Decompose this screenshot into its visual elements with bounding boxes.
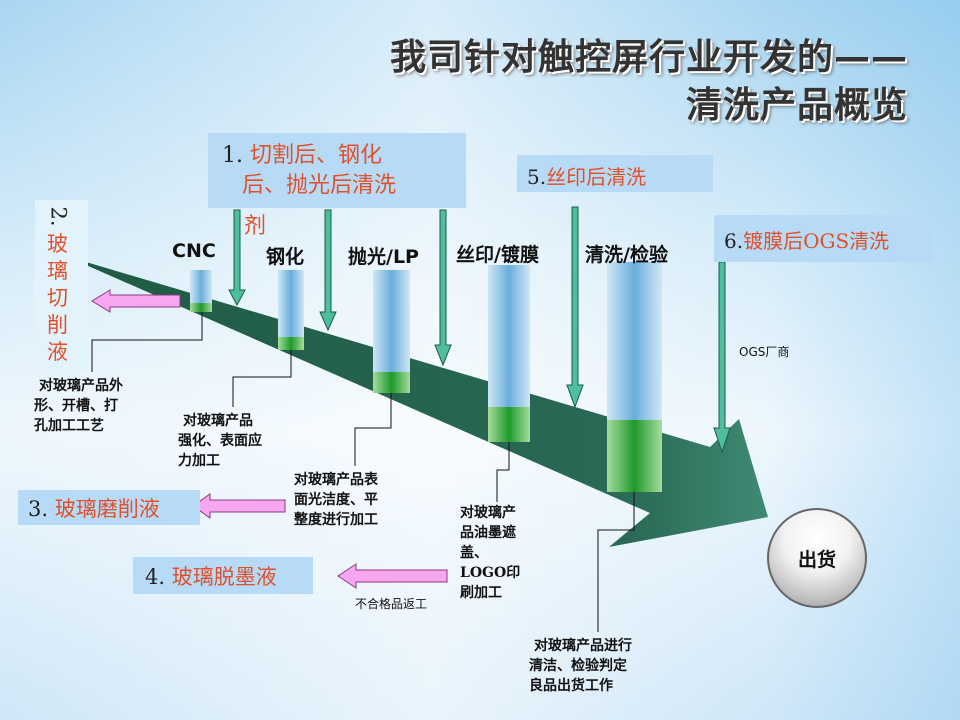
desc-line: 整度进行加工 [294,512,378,528]
product-box-3: 3. 玻璃磨削液 [18,490,200,525]
down-arrows [228,206,731,454]
cylinder-tempering [278,270,304,350]
stage-tempering: 钢化 [266,246,305,268]
desc-printing: 对玻璃产品油墨遮盖、 LOGO印刷加工 [460,503,520,603]
desc-line: 盖、 [460,545,488,561]
desc-cnc: 对玻璃产品外形、开槽、打孔加工工艺 [34,376,123,436]
cylinder-body [278,270,304,350]
product-box-4: 4. 玻璃脱墨液 [133,557,313,594]
product-box-6-number: 6. [724,229,744,253]
down-arrow-icon [228,209,246,307]
product-box-4-text: 玻璃脱墨液 [171,565,277,589]
ogs-note: OGS厂商 [739,345,790,359]
desc-line: 刷加工 [460,585,502,601]
product-box-5: 5.丝印后清洗 [517,155,713,192]
stage-printing: 丝印/镀膜 [456,244,539,266]
connector-lines [91,312,635,632]
desc-line: 面光洁度、平 [294,492,378,508]
product-box-1: 1. 切割后、钢化 后、抛光后清洗 [208,133,466,208]
stage-polishing: 抛光/LP [348,246,419,268]
connector-line [597,492,635,632]
product-box-1-text-line-2: 后、抛光后清洗 [242,173,397,198]
cylinder-body [190,270,212,312]
desc-polishing: 对玻璃产品表面光洁度、平整度进行加工 [294,470,378,530]
left-arrow-icon [91,289,181,313]
cylinder-base [190,303,212,312]
desc-line: 对玻璃产品表 [294,472,378,488]
desc-line: 品油墨遮 [460,525,516,541]
product-box-4-number: 4. [145,565,172,589]
down-arrow-icon [434,209,452,367]
left-arrows [91,289,448,589]
desc-line: 力加工 [178,453,220,469]
connector-line [354,393,392,466]
product-box-1-text-line-1: 切割后、钢化 [249,143,382,168]
cylinder-base [373,372,410,393]
desc-tempering: 对玻璃产品强化、表面应力加工 [178,411,262,471]
title-line-2: 清洗产品概览 [685,85,908,126]
connector-line [232,350,292,407]
product-box-6-text: 镀膜后OGS清洗 [743,229,890,253]
cylinder-base [607,420,662,492]
title-line-1: 我司针对触控屏行业开发的—— [389,37,908,78]
cylinder-base [488,407,530,442]
left-arrow-icon [192,493,286,519]
cylinders [190,262,662,492]
desc-line: 对玻璃产品进行 [534,638,632,654]
stage-cleaning: 清洗/检验 [585,244,668,266]
product-box-2: 2. 玻璃切削液 [35,200,88,370]
ship-label: 出货 [797,548,836,571]
desc-line: 清洁、检验判定 [529,658,627,674]
down-arrow-icon [566,206,584,409]
cylinder-cnc [190,270,212,312]
desc-cleaning: 对玻璃产品进行清洁、检验判定良品出货工作 [529,636,632,696]
product-box-2-number: 2. [46,206,71,227]
desc-line: 形、开槽、打 [34,398,118,414]
desc-line: 对玻璃产 [460,505,516,521]
product-box-3-text: 玻璃磨削液 [54,497,160,521]
main-process-arrow [86,262,768,547]
desc-line: 对玻璃产品 [183,413,253,429]
left-arrow-icon [337,563,448,589]
product-box-1-overflow: 剂 [244,214,267,239]
cylinder-base [278,337,304,350]
connector-line [91,312,203,372]
product-box-1-number: 1. [222,143,250,168]
product-box-3-number: 3. [28,497,55,521]
stage-cnc: CNC [172,240,216,262]
desc-line: 良品出货工作 [529,678,613,694]
product-box-6: 6.镀膜后OGS清洗 [714,215,933,262]
cylinder-cleaning [607,262,662,492]
cylinder-printing [488,265,530,442]
down-arrow-icon [319,209,337,332]
desc-line: 强化、表面应 [178,433,262,449]
product-box-5-text: 丝印后清洗 [546,165,647,189]
desc-line: 孔加工工艺 [34,418,104,434]
ship-sphere: 出货 [767,508,867,608]
rework-note: 不合格品返工 [355,597,428,611]
cylinder-polishing [373,270,410,393]
connector-line [496,442,510,502]
product-box-5-number: 5. [527,165,547,189]
desc-line: 对玻璃产品外 [39,378,123,394]
desc-line: LOGO印 [460,565,521,581]
product-box-2-text: 玻璃切削液 [47,232,68,364]
down-arrow-icon [713,261,731,454]
